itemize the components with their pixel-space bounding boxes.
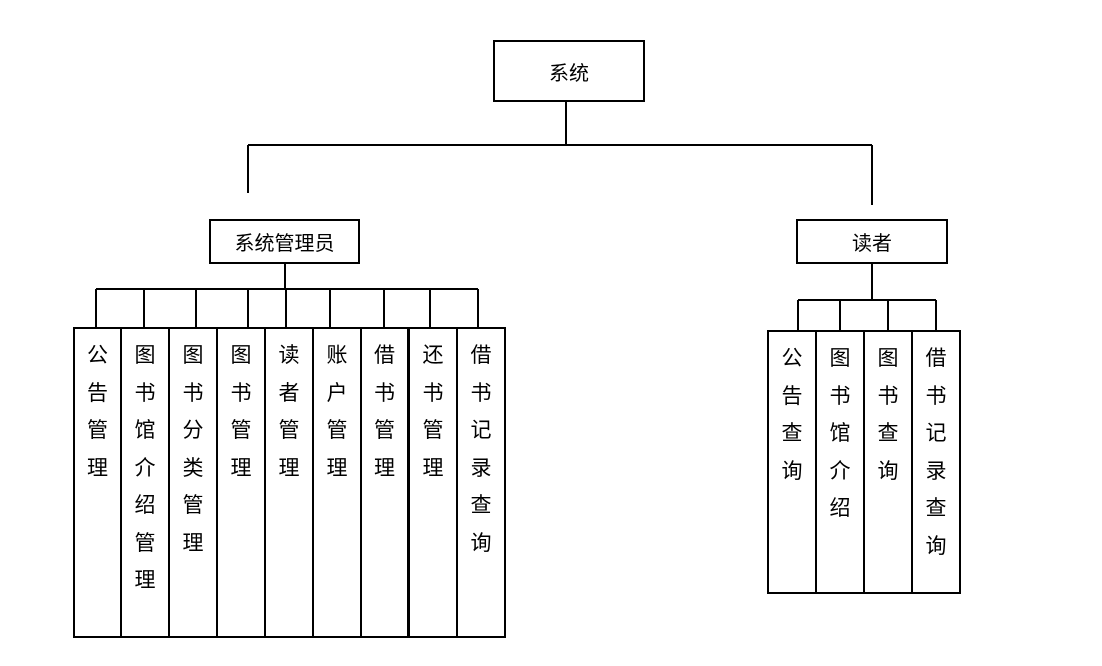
admin-module-book-category: 图书分类管理 <box>168 327 218 638</box>
admin-module-announcement: 公告管理 <box>73 327 122 638</box>
root-node: 系统 <box>493 40 645 102</box>
reader-module-announcement-query: 公告查询 <box>767 330 817 594</box>
admin-module-library-intro: 图书馆介绍管理 <box>120 327 170 638</box>
admin-module-book: 图书管理 <box>216 327 266 638</box>
root-label: 系统 <box>549 60 589 85</box>
reader-module-book-query: 图书查询 <box>863 330 913 594</box>
admin-label: 系统管理员 <box>234 231 335 255</box>
admin-module-borrow: 借书管理 <box>360 327 409 638</box>
admin-node: 系统管理员 <box>209 219 360 264</box>
reader-node: 读者 <box>796 219 948 264</box>
admin-module-reader: 读者管理 <box>264 327 314 638</box>
admin-module-return: 还书管理 <box>408 327 458 638</box>
admin-module-borrow-record-query: 借书记录查询 <box>456 327 506 638</box>
reader-label: 读者 <box>852 231 892 255</box>
reader-module-library-intro: 图书馆介绍 <box>815 330 865 594</box>
reader-module-borrow-record-query: 借书记录查询 <box>911 330 961 594</box>
admin-module-account: 账户管理 <box>312 327 362 638</box>
